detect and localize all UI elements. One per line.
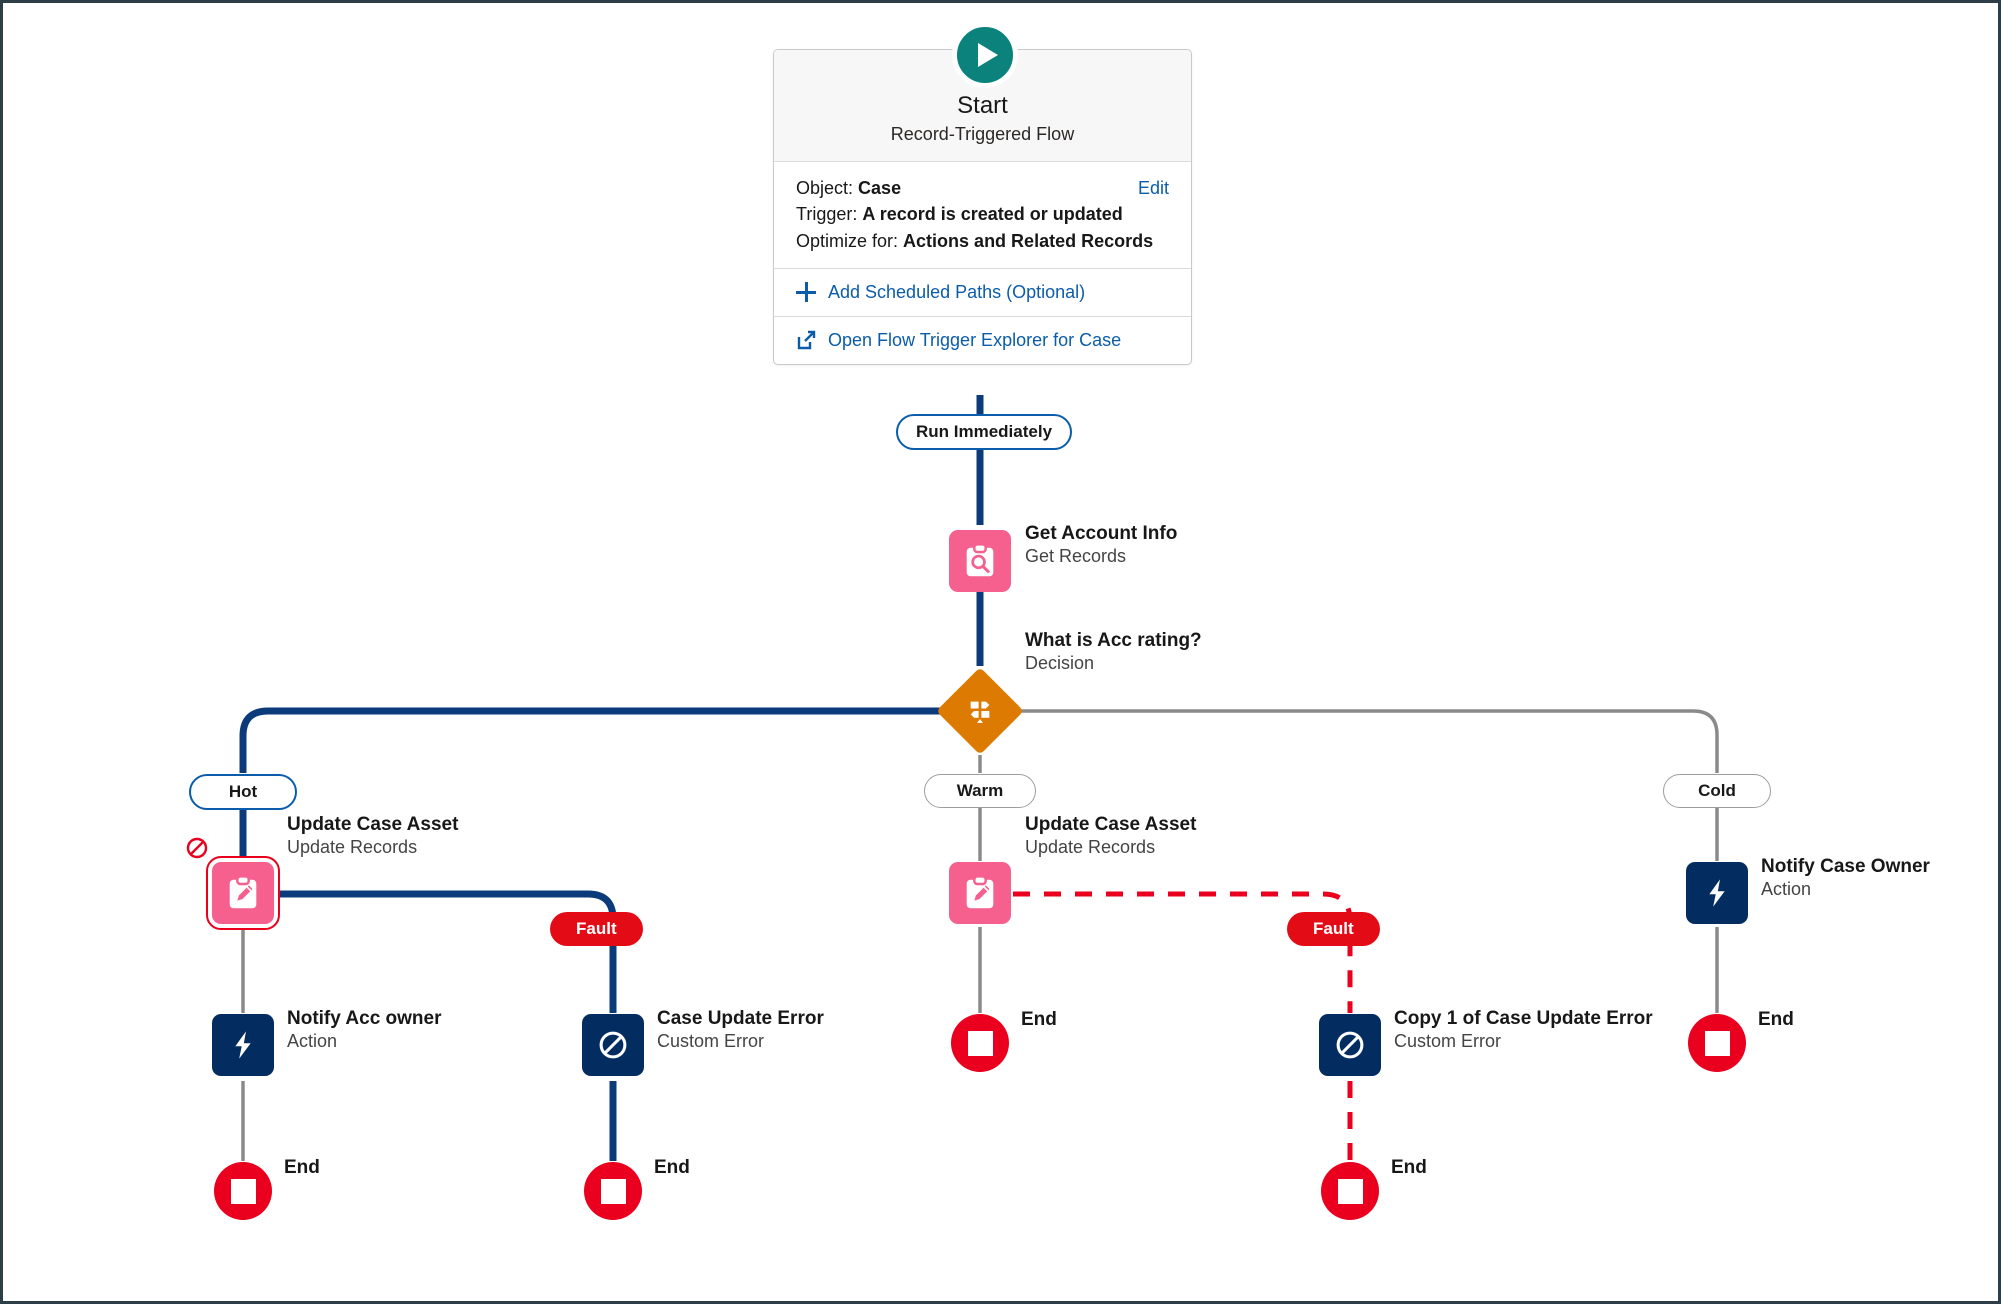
node-name: Copy 1 of Case Update Error [1394, 1008, 1653, 1029]
end-node-hot-main[interactable] [214, 1162, 272, 1220]
end-label-cold-main: End [1758, 1009, 1794, 1030]
node-copy-case-update-error[interactable] [1319, 1014, 1381, 1076]
node-type: Update Records [287, 837, 418, 858]
path-label-hot[interactable]: Hot [189, 774, 297, 810]
open-flow-trigger-explorer-button[interactable]: Open Flow Trigger Explorer for Case [774, 317, 1191, 364]
label-update-case-asset-hot: Update Case Asset Update Records [287, 813, 458, 859]
node-type: Action [1761, 879, 1812, 900]
label-case-update-error: Case Update Error Custom Error [657, 1007, 824, 1053]
node-name: Notify Acc owner [287, 1008, 442, 1029]
end-node-cold-main[interactable] [1688, 1014, 1746, 1072]
clipboard-pencil-icon [224, 874, 262, 912]
clipboard-search-icon [961, 542, 999, 580]
add-scheduled-paths-label: Add Scheduled Paths (Optional) [828, 281, 1086, 302]
node-name: Notify Case Owner [1761, 856, 1930, 877]
node-get-account-info[interactable] [949, 530, 1011, 592]
node-name: Update Case Asset [287, 814, 459, 835]
end-label-hot-main: End [284, 1157, 320, 1178]
path-label-run-immediately[interactable]: Run Immediately [896, 414, 1073, 450]
node-name: Case Update Error [657, 1008, 824, 1029]
start-object-label: Object: [796, 178, 854, 199]
end-node-warm-fault[interactable] [1321, 1162, 1379, 1220]
fault-badge-warm[interactable]: Fault [1287, 912, 1380, 946]
label-update-case-asset-warm: Update Case Asset Update Records [1025, 813, 1196, 859]
clipboard-pencil-icon [961, 874, 999, 912]
start-optimize-row: Optimize for: Actions and Related Record… [796, 228, 1169, 254]
end-node-warm-main[interactable] [951, 1014, 1009, 1072]
open-flow-trigger-explorer-label: Open Flow Trigger Explorer for Case [828, 329, 1122, 350]
end-node-hot-fault[interactable] [584, 1162, 642, 1220]
play-icon[interactable] [952, 22, 1018, 88]
label-copy-case-update-error: Copy 1 of Case Update Error Custom Error [1394, 1007, 1653, 1053]
no-entry-icon [595, 1027, 631, 1063]
node-name: Update Case Asset [1025, 814, 1197, 835]
start-optimize-label: Optimize for: [796, 230, 899, 251]
node-type: Custom Error [1394, 1031, 1502, 1052]
start-trigger-value: A record is created or updated [862, 204, 1123, 225]
node-notify-case-owner[interactable] [1686, 862, 1748, 924]
plus-icon [796, 282, 816, 303]
end-label-hot-fault: End [654, 1157, 690, 1178]
no-entry-icon [1332, 1027, 1368, 1063]
node-name: Get Account Info [1025, 523, 1178, 544]
start-optimize-value: Actions and Related Records [903, 230, 1154, 251]
label-notify-acc-owner: Notify Acc owner Action [287, 1007, 442, 1053]
label-notify-case-owner: Notify Case Owner Action [1761, 855, 1930, 901]
lightning-bolt-icon [1700, 876, 1734, 910]
node-type: Action [287, 1031, 338, 1052]
label-decision-acc-rating: What is Acc rating? Decision [1025, 629, 1202, 675]
start-title: Start [957, 92, 1008, 119]
start-object-value: Case [858, 178, 902, 199]
add-scheduled-paths-button[interactable]: Add Scheduled Paths (Optional) [774, 269, 1191, 317]
lightning-bolt-icon [226, 1028, 260, 1062]
start-subtitle: Record-Triggered Flow [890, 123, 1075, 144]
end-label-warm-main: End [1021, 1009, 1057, 1030]
node-decision-acc-rating[interactable] [936, 667, 1024, 755]
node-type: Decision [1025, 653, 1095, 674]
node-case-update-error[interactable] [582, 1014, 644, 1076]
start-card-details: Object: Case Edit Trigger: A record is c… [774, 162, 1191, 269]
node-name: What is Acc rating? [1025, 630, 1202, 651]
node-type: Update Records [1025, 837, 1156, 858]
blocked-icon [185, 836, 209, 860]
node-type: Get Records [1025, 546, 1127, 567]
node-type: Custom Error [657, 1031, 765, 1052]
node-update-case-asset-hot[interactable] [206, 856, 280, 930]
start-card[interactable]: Start Record-Triggered Flow Object: Case… [773, 49, 1192, 365]
edit-link[interactable]: Edit [1137, 178, 1169, 199]
start-object-row: Object: Case Edit [796, 175, 1169, 201]
start-trigger-label: Trigger: [796, 204, 858, 225]
label-get-account-info: Get Account Info Get Records [1025, 522, 1177, 568]
start-trigger-row: Trigger: A record is created or updated [796, 201, 1169, 227]
path-label-warm[interactable]: Warm [924, 774, 1036, 808]
node-notify-acc-owner[interactable] [212, 1014, 274, 1076]
external-link-icon [796, 330, 816, 350]
end-label-warm-fault: End [1391, 1157, 1427, 1178]
path-label-cold[interactable]: Cold [1663, 774, 1771, 808]
node-update-case-asset-warm[interactable] [949, 862, 1011, 924]
fault-badge-hot[interactable]: Fault [550, 912, 643, 946]
